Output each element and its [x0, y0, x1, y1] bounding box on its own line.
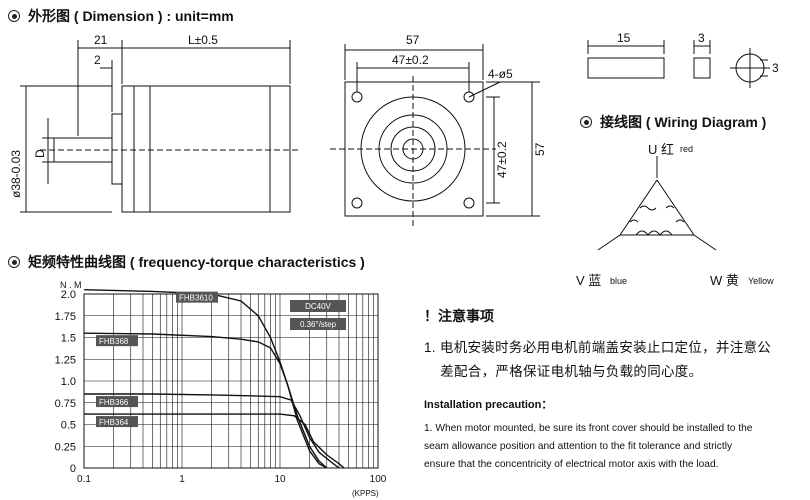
coil-uw	[656, 179, 717, 251]
x-tick-label: 10	[274, 474, 286, 485]
y-tick-label: 1.5	[61, 333, 76, 345]
dim-D: D	[33, 149, 47, 158]
y-tick-label: 2.0	[61, 289, 76, 301]
chart-grid	[83, 293, 379, 469]
coil-uv	[597, 179, 658, 251]
wiring-diagram: U 红 red V 蓝 blue W 黄 Yellow	[576, 142, 774, 288]
dim-key-3a: 3	[698, 31, 705, 45]
y-tick-label: 0	[70, 463, 76, 475]
annotation-step: 0.36°/step	[290, 318, 346, 330]
chart-labels: 2.0 1.75 1.5 1.25 1.0 0.75 0.5 0.25 00.1 1 10 100 FH…	[55, 289, 387, 485]
dim-21: 21	[94, 33, 108, 47]
series-tag-bg	[96, 416, 138, 428]
annotation-dc40v-text: DC40V	[305, 302, 331, 311]
dim-shaft-diameter: ø38-0.03	[9, 150, 23, 198]
series-line-fhb364	[84, 413, 345, 469]
y-tick-label: 0.5	[61, 420, 76, 432]
x-tick-label: 100	[370, 474, 387, 485]
dim-47-side: 47±0.2	[495, 141, 509, 178]
y-tick-label: 0.75	[55, 398, 76, 410]
bullet-icon	[580, 116, 592, 128]
y-tick-label: 1.25	[55, 354, 76, 366]
chart-xlabel: (KPPS)	[352, 489, 379, 498]
wiring-w-label: W 黄	[710, 273, 739, 288]
series-tag-bg	[96, 396, 138, 408]
curve-section-title: 矩频特性曲线图 ( frequency-torque characteristi…	[8, 252, 365, 272]
motor-body-outline	[121, 85, 291, 213]
series-line-fhb366	[84, 393, 340, 469]
series-tag-fhb3610: FHB3610	[179, 294, 213, 303]
torque-chart: 2.0 1.75 1.5 1.25 1.0 0.75 0.5 0.25 00.1 1 10 100 FH…	[55, 280, 387, 498]
series-tag-fhb366: FHB366	[99, 398, 129, 407]
dimension-title-text: 外形图 ( Dimension ) : unit=mm	[28, 8, 234, 24]
y-tick-label: 0.25	[55, 441, 76, 453]
dim-L: L±0.5	[188, 33, 218, 47]
dim-key-3b: 3	[772, 61, 779, 75]
wiring-w-sub: Yellow	[748, 276, 774, 286]
series-tag-bg	[176, 291, 218, 303]
wiring-u-label: U 红	[648, 142, 674, 157]
dimension-drawing: 21 2 L±0.5 ø38-0.03 D 57 47±0.2 4-ø5 47±…	[9, 31, 779, 226]
motor-flange	[111, 113, 123, 185]
y-tick-label: 1.75	[55, 311, 76, 323]
bullet-icon	[8, 10, 20, 22]
chart-lines	[83, 289, 345, 469]
curve-title-text: 矩频特性曲线图 ( frequency-torque characteristi…	[28, 254, 365, 270]
series-line-fhb368	[83, 332, 328, 469]
notes-section: ！注意事项 1. 电机安装时务必用电机前端盖安装止口定位，并注意公 差配合，严格…	[424, 306, 804, 384]
dim-47-top: 47±0.2	[392, 53, 429, 67]
dimension-section-title: 外形图 ( Dimension ) : unit=mm	[8, 6, 234, 26]
wiring-v-sub: blue	[610, 276, 627, 286]
annotation-dc40v: DC40V	[290, 300, 346, 312]
annotation-step-text: 0.36°/step	[300, 320, 337, 329]
installation-line1: 1. When motor mounted, be sure its front…	[424, 423, 753, 434]
wiring-v-label: V 蓝	[576, 273, 601, 288]
dim-holes: 4-ø5	[488, 67, 513, 81]
wiring-section-title: 接线图 ( Wiring Diagram )	[580, 112, 766, 132]
series-tag-fhb368: FHB368	[99, 337, 129, 346]
wiring-title-text: 接线图 ( Wiring Diagram )	[600, 114, 767, 130]
installation-section: Installation precaution： 1. When motor m…	[424, 396, 808, 474]
key-rect	[587, 57, 665, 79]
installation-line2: seam allowance position and attention to…	[424, 441, 733, 452]
wiring-u-sub: red	[680, 144, 693, 154]
dim-2: 2	[94, 53, 101, 67]
chart-ylabel: N . M	[60, 280, 82, 290]
installation-line3: ensure that the concentricity of electri…	[424, 459, 719, 470]
notes-line2: 差配合，严格保证电机轴与负载的同心度。	[424, 364, 703, 379]
key-end	[693, 57, 711, 79]
series-line-fhb3610	[83, 289, 328, 469]
series-tag-bg	[96, 335, 138, 347]
x-tick-label: 0.1	[77, 474, 91, 485]
bullet-icon	[8, 256, 20, 268]
dim-57-top: 57	[406, 33, 420, 47]
dim-57-side: 57	[533, 142, 547, 156]
notes-title: ！注意事项	[424, 308, 494, 324]
series-tag-fhb364: FHB364	[99, 418, 129, 427]
dim-key-15: 15	[617, 31, 631, 45]
installation-title: Installation precaution：	[424, 399, 553, 411]
x-tick-label: 1	[179, 474, 185, 485]
y-tick-label: 1.0	[61, 376, 76, 388]
notes-line1: 1. 电机安装时务必用电机前端盖安装止口定位，并注意公	[424, 340, 772, 355]
